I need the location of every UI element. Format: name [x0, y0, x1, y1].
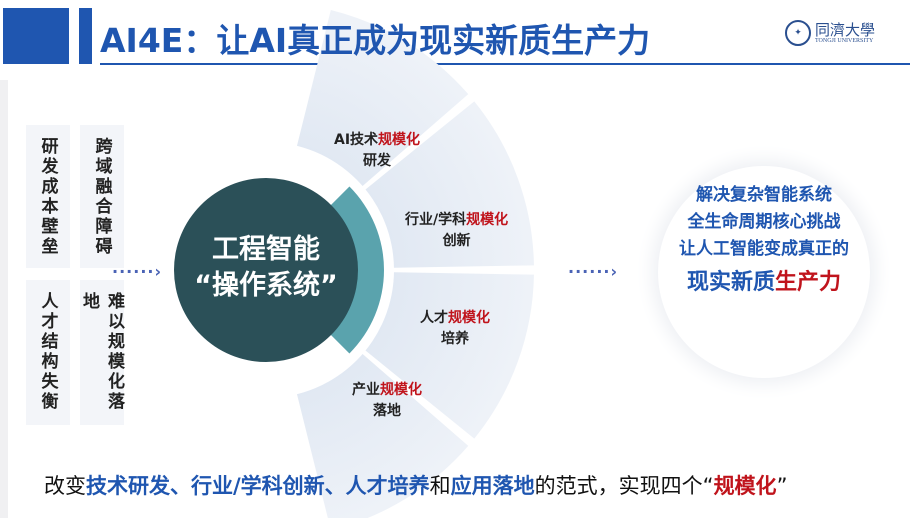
- side-panel: [0, 80, 8, 518]
- summary-highlight: 应用落地: [450, 474, 535, 498]
- sector-pre: AI技术: [334, 132, 379, 148]
- sector-highlight: 规模化: [448, 310, 490, 326]
- summary-part: 改变: [44, 474, 86, 498]
- result-line: 全生命周期核心挑战: [687, 212, 841, 232]
- challenge-box: 人才结构失衡: [26, 280, 70, 425]
- summary-part: ”: [776, 474, 788, 498]
- result-line: 现实新质: [686, 270, 775, 295]
- challenge-text: 人才结构失衡: [37, 292, 58, 412]
- sector-post: 创新: [442, 233, 471, 249]
- logo-cn: 同濟大學: [815, 21, 876, 39]
- summary-text: 改变技术研发、行业/学科创新、人才培养和应用落地的范式，实现四个“规模化”: [44, 470, 787, 500]
- summary-part: 和: [429, 474, 451, 498]
- challenge-text: 研发成本壁垒: [37, 137, 58, 257]
- logo-en: TONGJI UNIVERSITY: [815, 38, 874, 44]
- sector-highlight: 规模化: [380, 382, 422, 398]
- sector-highlight: 规模化: [378, 132, 421, 148]
- core-circle: [174, 178, 358, 362]
- core-label: 工程智能 “操作系统”: [176, 232, 356, 304]
- core-line1: 工程智能: [212, 234, 320, 265]
- sector-highlight: 规模化: [466, 212, 509, 228]
- sector-label: 产业规模化落地: [352, 380, 422, 422]
- sector-label: AI技术规模化研发: [334, 130, 420, 172]
- header-decor-block: [3, 8, 69, 64]
- sector-post: 落地: [373, 403, 401, 419]
- challenge-text: 跨域融合障碍: [91, 137, 112, 257]
- seal-icon: ✦: [785, 20, 811, 46]
- challenge-box: 难以规模化落地: [79, 280, 124, 425]
- sector-label: 人才规模化培养: [420, 308, 490, 350]
- summary-red: 规模化: [713, 474, 777, 498]
- core-line2: “操作系统”: [194, 270, 338, 301]
- result-line: 解决复杂智能系统: [696, 185, 832, 205]
- page-title: AI4E：让AI真正成为现实新质生产力: [100, 21, 651, 60]
- result-circle: [658, 166, 870, 378]
- sector-pre: 人才: [420, 310, 448, 326]
- challenge-box: 跨域融合障碍: [80, 125, 124, 268]
- sector-pre: 产业: [352, 382, 380, 398]
- dotted-arrow-icon: ······›: [568, 262, 619, 281]
- challenge-text: 难以规模化落地: [79, 292, 124, 412]
- summary-highlight: 技术研发、行业/学科创新、人才培养: [86, 474, 430, 498]
- header-decor-bar: [79, 8, 92, 64]
- result-text: 解决复杂智能系统 全生命周期核心挑战 让人工智能变成真正的 现实新质生产力: [658, 182, 870, 303]
- challenge-box: 研发成本壁垒: [26, 125, 70, 268]
- dotted-arrow-icon: ······›: [112, 262, 163, 281]
- sector-post: 培养: [441, 331, 469, 347]
- summary-part: 的范式，实现四个“: [534, 474, 714, 498]
- result-highlight: 生产力: [775, 270, 842, 295]
- title-divider: [100, 63, 910, 65]
- result-line: 让人工智能变成真正的: [679, 239, 849, 259]
- sector-label: 行业/学科规模化创新: [405, 210, 508, 252]
- sector-post: 研发: [363, 153, 392, 169]
- sector-pre: 行业/学科: [405, 212, 467, 228]
